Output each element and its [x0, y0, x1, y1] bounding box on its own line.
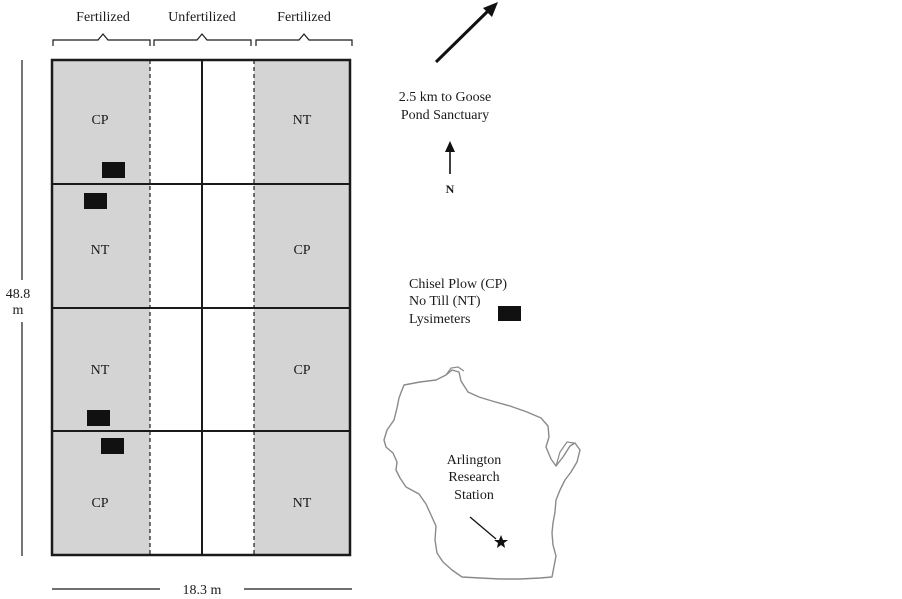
- header-unfertilized: Unfertilized: [168, 10, 236, 25]
- header-braces: [52, 33, 353, 46]
- goose-pond-label-line1: 2.5 km to Goose: [399, 90, 492, 105]
- plot-label-left-3: NT: [91, 363, 110, 378]
- legend-lysimeter-marker: [498, 306, 521, 321]
- field-border: [50, 58, 352, 557]
- brace-middle: [153, 33, 252, 46]
- plot-label-left-2: NT: [91, 243, 110, 258]
- plot-label-right-4: NT: [293, 496, 312, 511]
- brace-right: [255, 33, 353, 46]
- legend-chisel-plow: Chisel Plow (CP): [409, 277, 507, 292]
- plot-label-left-4: CP: [91, 496, 108, 511]
- header-left-fertilized: Fertilized: [76, 10, 130, 25]
- upper-peninsula-stub: [445, 366, 465, 376]
- plot-label-right-1: NT: [293, 113, 312, 128]
- width-dimension-label: 18.3 m: [183, 583, 222, 598]
- height-dimension-value: 48.8: [6, 287, 31, 302]
- door-peninsula: [555, 441, 575, 467]
- wisconsin-map-outline: [383, 369, 581, 580]
- plot-label-right-2: CP: [293, 243, 310, 258]
- north-arrow-icon: [445, 141, 455, 174]
- plot-label-right-3: CP: [293, 363, 310, 378]
- brace-left: [52, 33, 151, 46]
- plot-label-left-1: CP: [91, 113, 108, 128]
- station-star-icon: [494, 535, 508, 548]
- station-pointer-line: [469, 516, 497, 540]
- goose-pond-label-line2: Pond Sanctuary: [401, 108, 489, 123]
- legend-no-till: No Till (NT): [409, 294, 481, 309]
- height-dimension-unit: m: [13, 303, 24, 318]
- lysimeter-marker: [84, 193, 107, 209]
- map-label-line1: Arlington: [447, 453, 501, 468]
- lysimeter-marker: [102, 162, 125, 178]
- legend-lysimeters: Lysimeters: [409, 312, 470, 327]
- header-right-fertilized: Fertilized: [277, 10, 331, 25]
- map-label-line3: Station: [454, 488, 494, 503]
- lysimeter-marker: [87, 410, 110, 426]
- north-label: N: [446, 182, 455, 196]
- goose-pond-arrow-icon: [434, 2, 498, 64]
- map-label-line2: Research: [448, 470, 499, 485]
- lysimeter-marker: [101, 438, 124, 454]
